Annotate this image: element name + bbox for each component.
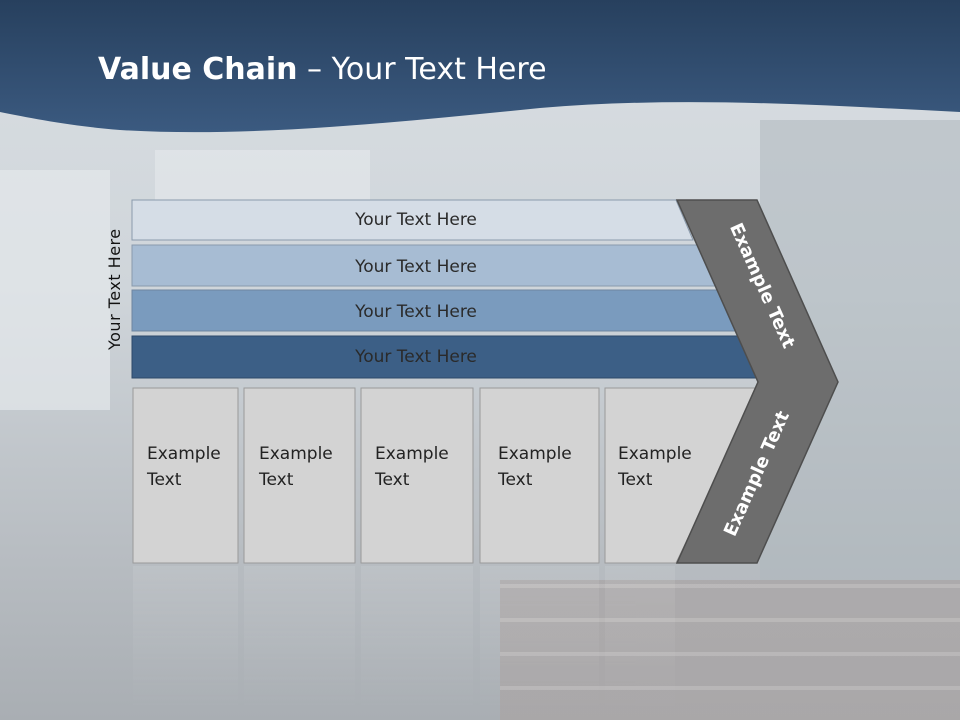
activity-box-2 (243, 387, 356, 564)
chain-bar-4-label: Your Text Here (354, 347, 477, 367)
header-banner (0, 0, 960, 133)
activity-box-4-line1: Example (498, 444, 572, 464)
chain-bar-1 (131, 199, 694, 241)
activity-box-5-line2: Text (617, 470, 653, 490)
activity-box-3-line1: Example (375, 444, 449, 464)
chain-bar-2-label: Your Text Here (354, 257, 477, 277)
activity-box-1-line2: Text (146, 470, 182, 490)
page-title: Value Chain – Your Text Here (98, 52, 547, 87)
activity-box-3-line2: Text (374, 470, 410, 490)
activity-box-1 (132, 387, 239, 564)
background-window-left (0, 170, 110, 410)
activity-box-1-line1: Example (147, 444, 221, 464)
activity-box-5-line1: Example (618, 444, 692, 464)
page-title-rest: – Your Text Here (297, 52, 547, 87)
activity-box-4-line2: Text (497, 470, 533, 490)
activity-box-5 (604, 387, 761, 564)
page-title-bold: Value Chain (98, 52, 298, 87)
activity-box-3 (360, 387, 474, 564)
reflection-area (133, 566, 675, 716)
activity-box-2-line1: Example (259, 444, 333, 464)
activity-box-4 (479, 387, 600, 564)
chain-bar-1-label: Your Text Here (354, 210, 477, 230)
margin-chevron (675, 199, 839, 564)
chain-bar-3-label: Your Text Here (354, 302, 477, 322)
activity-box-2-line2: Text (258, 470, 294, 490)
